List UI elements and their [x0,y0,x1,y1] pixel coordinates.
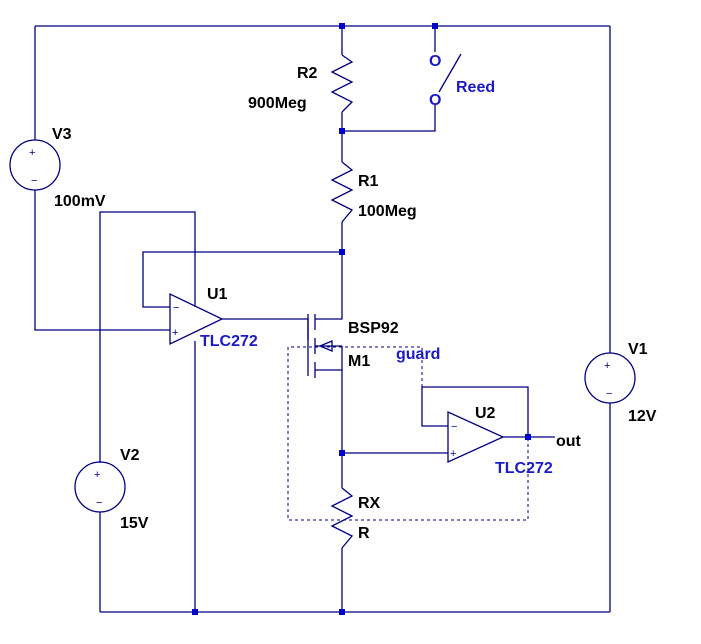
wire-u1-feedback [142,251,342,308]
opamp-u1-minus-icon: − [173,302,179,314]
resistor-rx-ref: RX [358,495,381,512]
resistor-r1-ref: R1 [358,173,379,190]
resistor-rx: RX R [330,487,381,549]
junction-dot [339,450,345,456]
net-label-guard: guard [396,346,440,363]
opamp-u1: − + U1 TLC272 [169,286,258,350]
resistor-r2-symbol [330,54,354,113]
junction-dots [192,23,531,615]
wires [34,25,611,613]
plus-icon: + [29,147,35,159]
reed-switch: O O Reed [429,53,495,109]
junction-dot [339,249,345,255]
resistor-r2-value: 900Meg [248,95,307,112]
reed-contact-bottom: O [429,92,441,109]
reed-ref: Reed [456,79,495,96]
opamp-u1-model: TLC272 [200,333,258,350]
mosfet-ref: M1 [348,353,370,370]
source-v2-value: 15V [120,515,149,532]
mosfet-model: BSP92 [348,320,399,337]
source-v2-ref: V2 [120,447,140,464]
voltage-source-v3: + − V3 100mV [9,126,106,210]
minus-icon: − [96,497,102,509]
wire-reed-bottom [342,105,436,132]
resistor-r1: R1 100Meg [330,161,417,223]
source-v1-ref: V1 [628,341,648,358]
resistor-r2: R2 900Meg [248,54,354,113]
resistor-r1-symbol [330,161,354,223]
wire-v2-top [99,211,196,463]
opamp-u2-ref: U2 [475,405,496,422]
resistor-r1-value: 100Meg [358,203,417,220]
junction-dot [192,609,198,615]
net-label-out: out [556,433,582,450]
plus-icon: + [94,469,100,481]
voltage-source-v1: + − V1 12V [584,341,657,425]
opamp-u1-triangle [169,292,224,346]
reed-contact-top: O [429,53,441,70]
source-v1-circle [584,352,636,404]
mosfet-arrow-icon [318,340,333,352]
opamp-u2-plus-icon: + [450,448,456,460]
junction-dot [525,434,531,440]
opamp-u1-ref: U1 [207,286,228,303]
junction-dot [339,609,345,615]
source-v3-ref: V3 [52,126,72,143]
mosfet-m1: BSP92 M1 [307,305,399,378]
junction-dot [339,128,345,134]
reed-blade [438,53,462,93]
guard-trace [287,346,529,521]
opamp-u2: − + U2 TLC272 [447,405,553,477]
opamp-u2-model: TLC272 [495,460,553,477]
wire-v3-bottom [34,190,170,331]
resistor-rx-symbol [330,487,354,549]
junction-dot [432,23,438,29]
opamp-u2-minus-icon: − [451,421,457,433]
source-v3-circle [9,139,61,191]
mosfet-drain [315,305,343,320]
opamp-u2-triangle [447,410,505,464]
mosfet-source [315,346,343,371]
minus-icon: − [606,388,612,400]
source-v3-value: 100mV [54,193,106,210]
minus-icon: − [31,175,37,187]
junction-dot [339,23,345,29]
resistor-r2-ref: R2 [297,65,318,82]
resistor-rx-value: R [358,525,370,542]
source-v1-value: 12V [628,408,657,425]
plus-icon: + [604,360,610,372]
source-v2-circle [74,461,126,513]
opamp-u1-plus-icon: + [172,327,178,339]
voltage-source-v2: + − V2 15V [74,447,149,532]
